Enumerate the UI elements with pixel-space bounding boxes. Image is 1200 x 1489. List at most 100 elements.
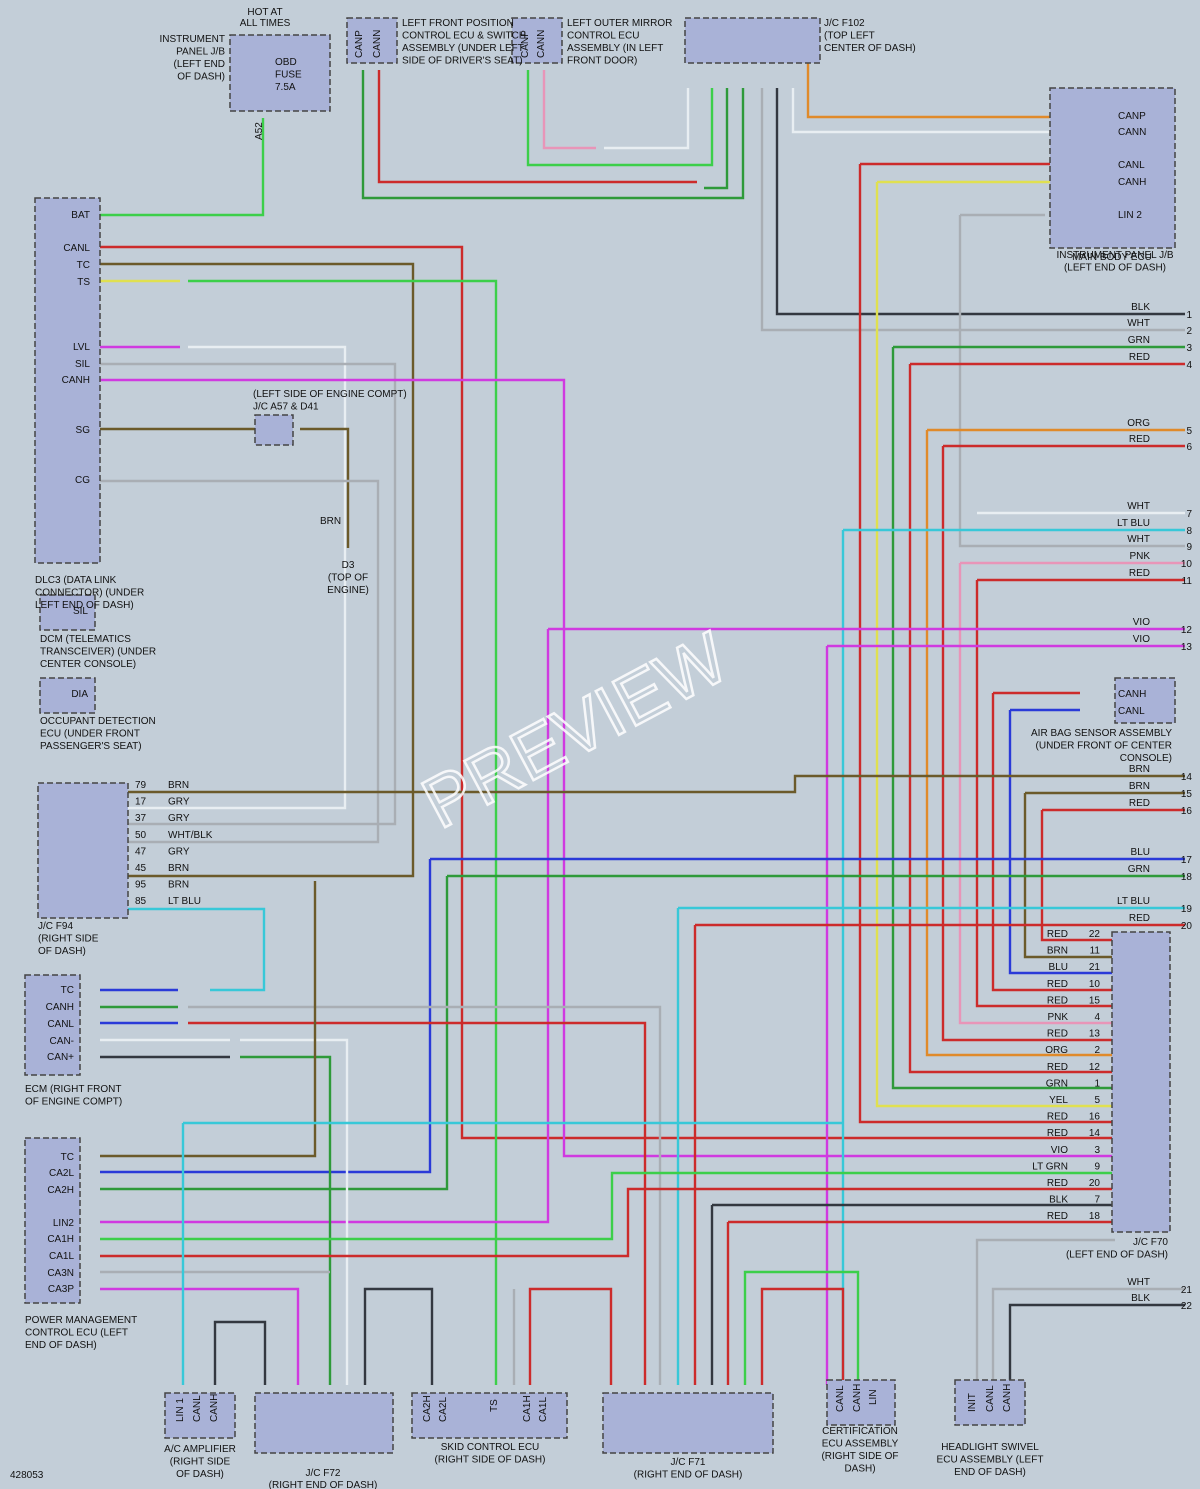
edge-color: RED bbox=[1129, 352, 1150, 363]
jc-f102-box bbox=[684, 17, 821, 64]
dlc3-pin: CANL bbox=[63, 243, 90, 254]
dlc3-label: CONNECTOR) (UNDER bbox=[35, 588, 144, 599]
edge-number: 8 bbox=[1186, 526, 1192, 537]
edge-color: GRN bbox=[1128, 335, 1150, 346]
f102-org-wire bbox=[806, 60, 1080, 119]
dlc3-lvl-wht-wire bbox=[100, 345, 347, 810]
f70-color: RED bbox=[1047, 995, 1068, 1006]
occupant-ecu-box bbox=[39, 677, 96, 714]
jc-f71-label: (RIGHT END OF DASH) bbox=[634, 1470, 743, 1481]
dlc3-label: DLC3 (DATA LINK bbox=[35, 575, 117, 586]
f70-pin: 22 bbox=[1089, 929, 1101, 940]
f70-pin: 12 bbox=[1089, 1062, 1101, 1073]
instrument-panel-jb-label: (LEFT END bbox=[174, 59, 226, 70]
hl-pin: CANL bbox=[985, 1385, 996, 1412]
instrument-panel-jb-label: INSTRUMENT bbox=[159, 34, 225, 45]
ecm-label: ECM (RIGHT FRONT bbox=[25, 1084, 121, 1095]
edge-color: BRN bbox=[1129, 764, 1150, 775]
edge-number: 15 bbox=[1181, 789, 1193, 800]
left-outer-mirror-ecu-label: LEFT OUTER MIRROR bbox=[567, 18, 672, 29]
cert-ecu-box bbox=[826, 1379, 896, 1426]
f70-pin: 20 bbox=[1089, 1178, 1101, 1189]
skid-ecu-box bbox=[411, 1392, 568, 1439]
dlc3-pin: CG bbox=[75, 475, 90, 486]
f70-color: GRN bbox=[1046, 1078, 1068, 1089]
headlight-label: END OF DASH) bbox=[954, 1467, 1026, 1478]
headlight-label: HEADLIGHT SWIVEL bbox=[941, 1442, 1039, 1453]
mirror-cann-wire bbox=[542, 70, 596, 150]
cert-pin: LIN bbox=[868, 1389, 879, 1405]
f70-color: RED bbox=[1047, 979, 1068, 990]
r16-down bbox=[1040, 810, 1115, 942]
left-outer-mirror-ecu-box bbox=[511, 17, 563, 64]
edge-color: RED bbox=[1129, 913, 1150, 924]
jc-f102-label: J/C F102 bbox=[824, 18, 865, 29]
ecm-label: OF ENGINE COMPT) bbox=[25, 1097, 122, 1108]
f70-pin: 9 bbox=[1094, 1161, 1100, 1172]
f70-color: VIO bbox=[1051, 1145, 1068, 1156]
ecm-gry bbox=[188, 1005, 662, 1385]
dlc3-pin: TS bbox=[77, 277, 90, 288]
pm-pin: TC bbox=[61, 1152, 74, 1163]
dlc3-bat-wire bbox=[100, 118, 265, 217]
ac-pin: CANH bbox=[209, 1394, 220, 1422]
jc-f71-label: J/C F71 bbox=[670, 1457, 705, 1468]
engine-compt-jc-label: (LEFT SIDE OF ENGINE COMPT) bbox=[253, 389, 407, 400]
f71-ltgrn bbox=[743, 1270, 860, 1385]
cert-label: CERTIFICATION bbox=[822, 1426, 898, 1437]
f70-pin: 13 bbox=[1089, 1029, 1101, 1040]
edge-color: BRN bbox=[1129, 781, 1150, 792]
mirror-canp-wire bbox=[526, 70, 714, 167]
hl-pin: INIT bbox=[967, 1393, 978, 1412]
dlc3-label: LEFT END OF DASH) bbox=[35, 600, 134, 611]
dlc3-canl-wire bbox=[100, 245, 1115, 1140]
pm-pin: CA3P bbox=[48, 1284, 74, 1295]
f70-color: BRN bbox=[1047, 946, 1068, 957]
edge-number: 3 bbox=[1186, 343, 1192, 354]
lfp-cann-pin: CANN bbox=[372, 30, 383, 58]
f94-color: WHT/BLK bbox=[168, 830, 213, 841]
mb-canl-down-wire bbox=[858, 164, 1115, 1124]
main-body-pin: LIN 2 bbox=[1118, 210, 1142, 221]
skid-pin: CA2L bbox=[438, 1397, 449, 1422]
f70-pin: 18 bbox=[1089, 1211, 1101, 1222]
airbag-label: CONSOLE) bbox=[1120, 753, 1172, 764]
occupant-ecu-label: OCCUPANT DETECTION bbox=[40, 716, 156, 727]
r6-down bbox=[941, 446, 1115, 1042]
edge-number: 22 bbox=[1181, 1301, 1193, 1312]
f70-pin: 15 bbox=[1089, 995, 1101, 1006]
edge-color: WHT bbox=[1127, 501, 1150, 512]
occupant-pin: DIA bbox=[71, 689, 88, 700]
ecm-pin: CANL bbox=[47, 1019, 74, 1030]
f70-pin: 5 bbox=[1094, 1095, 1100, 1106]
f70-color: RED bbox=[1047, 1062, 1068, 1073]
mb-canh-down-wire bbox=[875, 182, 1115, 1108]
r11-down bbox=[975, 580, 1115, 1008]
occupant-ecu-label: ECU (UNDER FRONT bbox=[40, 729, 140, 740]
left-front-position-ecu-label: ASSEMBLY (UNDER LEFT bbox=[402, 43, 524, 54]
edge-color: PNK bbox=[1129, 551, 1150, 562]
airbag-box bbox=[1114, 677, 1176, 724]
instrument-panel-jb2-label: (LEFT END OF DASH) bbox=[1064, 263, 1166, 274]
f94-pin: 79 bbox=[135, 780, 147, 791]
f94-color: BRN bbox=[168, 780, 189, 791]
ground-d3-label: (TOP OF bbox=[328, 573, 368, 584]
f70-color: RED bbox=[1047, 1128, 1068, 1139]
edge-number: 1 bbox=[1186, 310, 1192, 321]
hl-wht bbox=[991, 1287, 1185, 1385]
jc-f70-box bbox=[1111, 931, 1171, 1233]
edge-color: RED bbox=[1129, 568, 1150, 579]
mirror-canp-pin: CANP bbox=[520, 30, 531, 58]
instrument-panel-jb-label: OF DASH) bbox=[177, 72, 225, 83]
ac-blk bbox=[213, 1320, 267, 1385]
pm-ca1h bbox=[100, 1171, 1115, 1241]
pm-tc bbox=[100, 881, 317, 1158]
edge-number: 2 bbox=[1186, 326, 1192, 337]
f94-color: GRY bbox=[168, 846, 190, 857]
edge-number: 18 bbox=[1181, 872, 1193, 883]
sg-ground-wire bbox=[300, 427, 350, 548]
jc-f102-label: CENTER OF DASH) bbox=[824, 43, 916, 54]
left-front-position-ecu-label: SIDE OF DRIVER'S SEAT) bbox=[402, 56, 523, 67]
f94-pin: 50 bbox=[135, 830, 147, 841]
